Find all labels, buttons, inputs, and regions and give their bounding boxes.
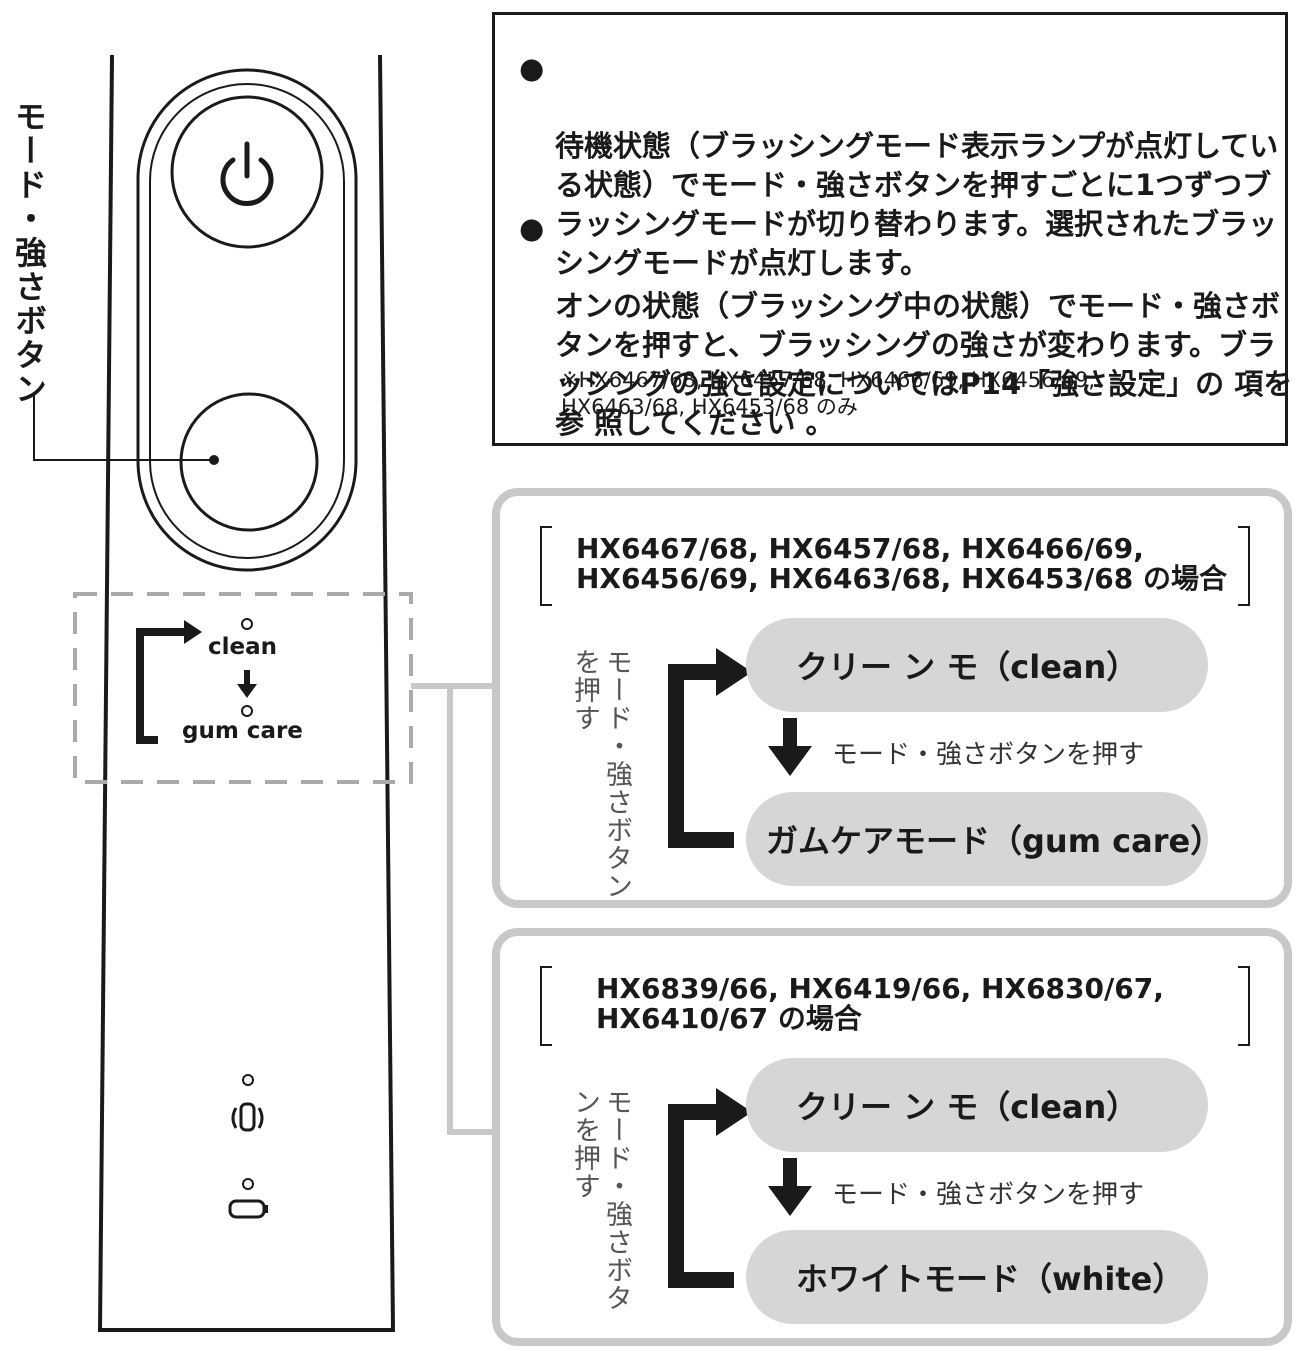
heading-bracket-left (540, 966, 552, 1046)
mode-box-white-models: HX6839/66, HX6419/66, HX6830/67, HX6410/… (492, 928, 1292, 1346)
instruction-text-2: オンの状態（ブラッシング中の状態）でモード・強さボタンを押すと、ブラッシングの強… (555, 289, 1293, 440)
button-housing (136, 68, 358, 572)
down-arrow-icon (237, 684, 257, 698)
model-heading: HX6839/66, HX6419/66, HX6830/67, HX6410/… (596, 972, 1164, 1035)
mode-pill-white: ホワイトモード（white） (746, 1230, 1208, 1324)
panel-bracket-arrow (136, 628, 186, 744)
mode-pill-clean: クリー ン モ（clean） (746, 618, 1208, 712)
gum-care-indicator-lamp (241, 705, 253, 717)
pressure-sensor-icon (231, 1102, 264, 1132)
press-button-vertical-label: モード・強さボタンを押す (569, 1088, 632, 1312)
mode-intensity-button[interactable] (179, 392, 319, 532)
cycle-bracket-arrow (668, 648, 752, 848)
connector-bottom (447, 686, 492, 1135)
battery-icon (228, 1199, 268, 1219)
down-arrow-icon (768, 718, 812, 776)
down-arrow-icon (768, 1158, 812, 1216)
heading-bracket-right (1238, 966, 1250, 1046)
power-icon (220, 141, 274, 206)
press-button-vertical-label: モード・強さボタンを押す (569, 648, 632, 900)
heading-bracket-right (1238, 526, 1250, 606)
cycle-bracket-arrow (668, 1088, 752, 1288)
model-footnote: ※HX6467/68, HX6457/68, HX6466/69, HX6456… (561, 368, 1095, 419)
step-instruction: モード・強さボタンを押す (832, 1180, 1145, 1210)
battery-lamp (242, 1178, 254, 1190)
leader-line (33, 392, 214, 461)
mode-box-gum-care-models: HX6467/68, HX6457/68, HX6466/69, HX6456/… (492, 488, 1292, 908)
mode-button-label: モード・強さボタン (10, 100, 48, 406)
button-housing-inner (149, 83, 345, 559)
mode-pill-clean: クリー ン モ（clean） (746, 1058, 1208, 1152)
bullet-icon: ● (519, 51, 545, 85)
mode-pill-gum-care: ガムケアモード（gum care） (746, 792, 1222, 886)
clean-indicator-lamp (241, 618, 253, 630)
heading-bracket-left (540, 526, 552, 606)
instruction-item-2: ● オンの状態（ブラッシング中の状態）でモード・強さボタンを押すと、ブラッシング… (519, 209, 1295, 482)
panel-gum-care-label: gum care (182, 718, 303, 744)
power-button[interactable] (170, 95, 324, 249)
instruction-item-1: ● 待機状態（ブラッシングモード表示ランプが点灯している状態）でモード・強さボタ… (519, 49, 1295, 322)
panel-clean-label: clean (208, 634, 278, 660)
bullet-icon: ● (519, 211, 545, 245)
pressure-lamp (242, 1074, 254, 1086)
step-instruction: モード・強さボタンを押す (832, 740, 1145, 770)
handle-outline (97, 54, 396, 1332)
mode-indicator-area (73, 592, 413, 784)
instruction-text-1: 待機状態（ブラッシングモード表示ランプが点灯している状態）でモード・強さボタンを… (555, 129, 1279, 280)
instructions-box: ● 待機状態（ブラッシングモード表示ランプが点灯している状態）でモード・強さボタ… (492, 12, 1292, 446)
model-heading: HX6467/68, HX6457/68, HX6466/69, HX6456/… (576, 532, 1227, 595)
